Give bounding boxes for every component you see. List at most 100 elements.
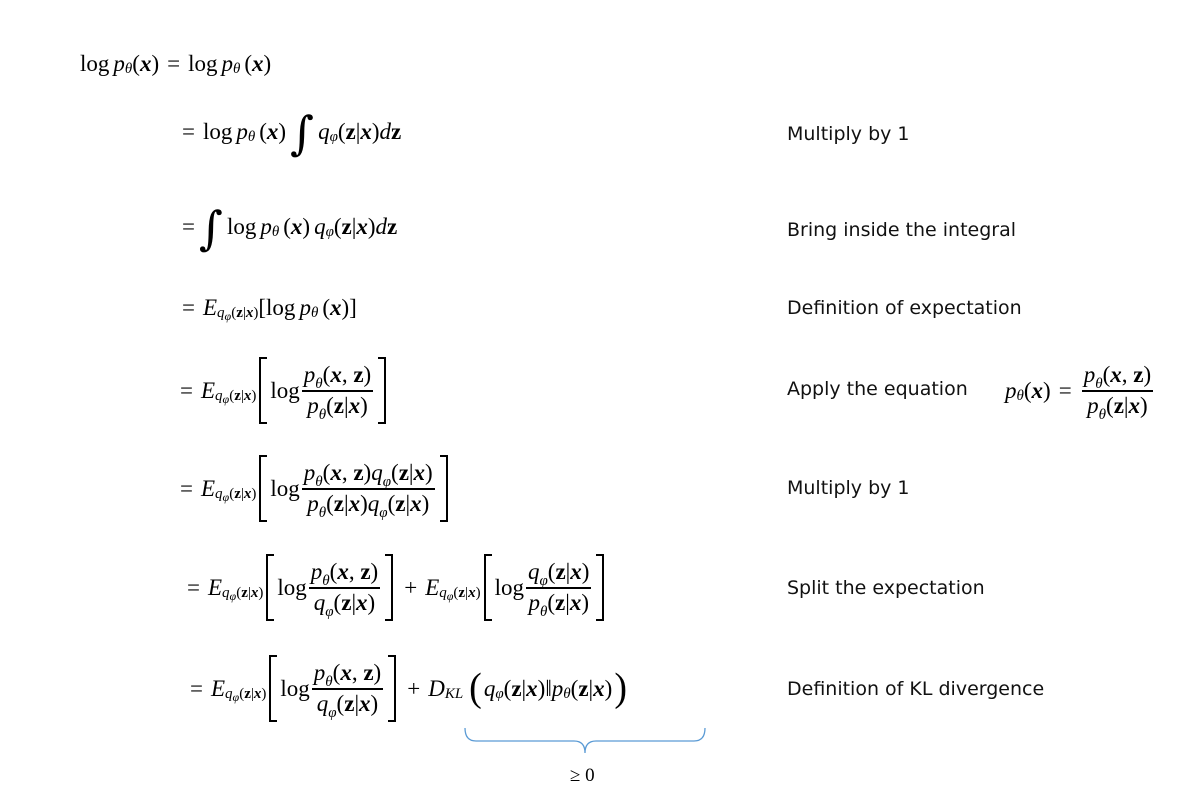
fraction-bar (1081, 390, 1154, 392)
rbracket-large (388, 655, 397, 722)
log-op: log (280, 675, 310, 701)
lparen: ( (333, 213, 342, 239)
log-op: log (80, 51, 110, 76)
fraction: pθ(x, z) pθ(z|x) (1081, 362, 1154, 423)
log-op: log (226, 213, 257, 239)
p-symbol: p (236, 118, 248, 144)
denominator: pθ(z|x) (307, 392, 368, 423)
expectation-subscript: qφ(z|x) (222, 584, 264, 603)
theta-sub: θ (247, 128, 256, 145)
lparen: ( (283, 213, 291, 239)
annotation-multiply-by-1-b: Multiply by 1 (787, 477, 910, 499)
x-symbol: x (139, 51, 152, 76)
d-symbol: d (379, 118, 392, 144)
fraction-bar (525, 587, 592, 589)
expectation-symbol: E (202, 295, 218, 320)
lbracket-large (259, 357, 268, 424)
q-symbol: q (314, 213, 326, 239)
rparen: ) (263, 51, 272, 76)
numerator: pθ(x, z) (310, 559, 379, 589)
lparen: ( (570, 675, 579, 701)
underbrace-path (464, 727, 706, 754)
z-symbol: z (511, 675, 522, 701)
expectation-subscript: qφ(z|x) (215, 387, 257, 406)
rbracket: ] (349, 295, 357, 320)
integral-sign: ∫ (290, 106, 315, 160)
lparen: ( (503, 675, 512, 701)
log-op: log (202, 118, 233, 144)
x-symbol: x (252, 51, 264, 76)
equals-sign: = (180, 475, 193, 501)
log-op: log (266, 295, 296, 320)
expectation-symbol: E (425, 574, 440, 600)
q-symbol: q (483, 675, 496, 701)
equals-sign: = (1058, 377, 1072, 403)
d-symbol: d (375, 213, 388, 239)
bar: | (351, 213, 357, 239)
x-symbol: x (266, 118, 279, 144)
denominator: pθ(z|x) (1087, 392, 1148, 423)
fraction-bar (301, 390, 374, 392)
x-symbol: x (290, 213, 303, 239)
rparen: ) (537, 675, 546, 701)
rparen: ) (302, 213, 311, 239)
equals-sign: = (182, 118, 195, 144)
denominator: qφ(z|x) (316, 690, 379, 721)
bar: | (355, 118, 361, 144)
z-symbol: z (391, 118, 402, 144)
plus-sign: + (407, 675, 421, 701)
rparen: ) (341, 295, 350, 320)
p-symbol: p (299, 295, 311, 320)
phi-sub: φ (325, 223, 334, 240)
phi-sub: φ (329, 128, 338, 145)
z-symbol: z (387, 213, 398, 239)
theta-sub: θ (310, 305, 319, 321)
bar: | (521, 675, 527, 701)
rbracket-large (439, 455, 448, 522)
p-symbol: p (551, 675, 564, 701)
expectation-subscript: qφ(z|x) (225, 685, 267, 704)
rparen-large: ) (614, 666, 627, 711)
fraction-bar (301, 488, 435, 490)
rparen: ) (367, 213, 376, 239)
equation-line-7: = E qφ(z|x) log pθ(x, z) qφ(z|x) + E qφ(… (187, 554, 607, 621)
expectation-subscript: qφ(z|x) (439, 584, 481, 603)
fraction-bar (311, 688, 384, 690)
rparen: ) (371, 118, 380, 144)
annotation-split-expectation: Split the expectation (787, 577, 985, 599)
equals-sign: = (187, 574, 200, 600)
fraction: qφ(z|x) pθ(z|x) (525, 559, 592, 620)
lparen-large: ( (469, 666, 482, 711)
integral-sign: ∫ (198, 201, 223, 255)
expectation-symbol: E (200, 377, 216, 403)
expectation-subscript: qφ(z|x) (217, 305, 259, 323)
expectation-symbol: E (210, 675, 226, 701)
rparen: ) (1043, 377, 1051, 403)
equation-line-5: = E qφ(z|x) log pθ(x, z) pθ(z|x) (180, 357, 389, 424)
log-op: log (270, 377, 300, 403)
lparen: ( (244, 51, 253, 76)
lparen: ( (322, 295, 330, 320)
numerator: pθ(x, z) (313, 660, 382, 690)
numerator: pθ(x, z)qφ(z|x) (303, 460, 433, 490)
rbracket-large (385, 554, 394, 621)
x-symbol: x (360, 118, 372, 144)
kl-sub: KL (444, 685, 464, 702)
geq-zero-label: ≥ 0 (570, 765, 595, 786)
lparen: ( (1023, 377, 1032, 403)
expectation-symbol: E (200, 475, 216, 501)
x-symbol: x (593, 675, 605, 701)
lbracket-large (259, 455, 268, 522)
phi-sub: φ (495, 685, 504, 702)
z-symbol: z (341, 213, 352, 239)
denominator: qφ(z|x) (313, 589, 376, 620)
numerator: pθ(x, z) (1083, 362, 1152, 392)
bar: | (588, 675, 594, 701)
